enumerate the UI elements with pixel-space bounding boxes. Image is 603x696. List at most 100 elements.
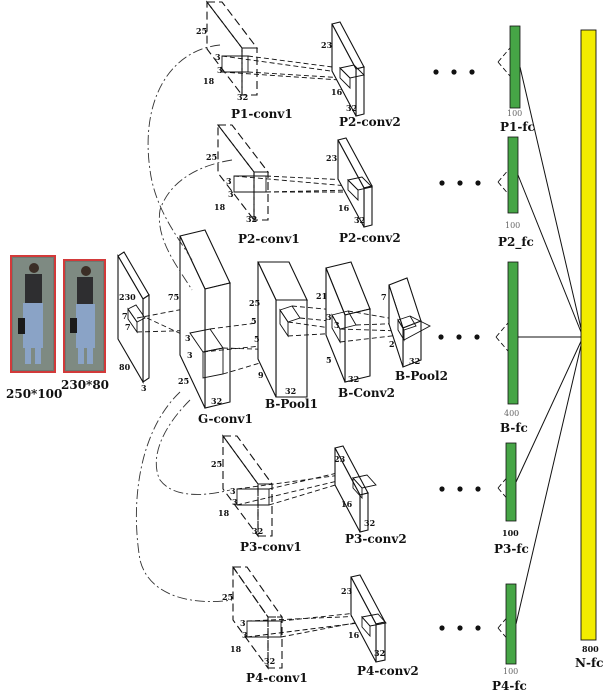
input-small-size-label: 230*80: [61, 378, 109, 392]
branch-4-fc-bar: [505, 583, 517, 665]
n-fc-bar: [580, 29, 597, 641]
branch-1-conv2-height: 23: [321, 40, 333, 50]
b-fc-label: B-fc: [500, 421, 528, 435]
branch-2-conv2-channel: 32: [354, 215, 365, 225]
branch-2: [216, 123, 511, 228]
input-height-label: 230: [119, 292, 136, 302]
input-large-size-label: 250*100: [6, 387, 62, 401]
branch-1-ellipsis: [433, 69, 475, 75]
branch-3-conv2-label: P3-conv2: [345, 532, 407, 546]
input-width-label: 80: [119, 362, 131, 372]
b-conv2-channel-label: 32: [348, 374, 359, 384]
g-conv1-kernel-label-1: 3: [185, 333, 191, 343]
input-kernel-label-1: 7: [122, 311, 128, 321]
branch-1-conv2-width: 16: [331, 87, 343, 97]
g-conv1-height-label: 75: [168, 292, 179, 302]
branch-3-conv1-width: 18: [218, 508, 230, 518]
branch-2-fc-label: P2_fc: [498, 235, 534, 250]
branch-3-conv1-height: 25: [211, 459, 222, 469]
branch-1-conv1-label: P1-conv1: [231, 107, 293, 121]
branch-3-ellipsis: [439, 486, 481, 492]
gconv1-to-bpool1-connectors: [202, 319, 286, 375]
branch-4-fc-label: P4-fc: [492, 679, 527, 693]
branch-2-conv2-label: P2-conv2: [339, 231, 401, 245]
branch-2-conv2-width: 16: [338, 203, 350, 213]
branch-2-conv1-height: 25: [206, 152, 217, 162]
branch-4-conv2-width: 16: [348, 630, 360, 640]
b-conv2-label: B-Conv2: [338, 386, 395, 400]
branch-4-conv1-k1: 3: [240, 618, 246, 628]
input-channel-label: 3: [141, 383, 147, 393]
branch-2-conv1-k2: 3: [228, 189, 234, 199]
branch-1: [205, 0, 511, 117]
fc-to-nfc-connections: [515, 66, 584, 625]
branch-4-conv1-k2: 3: [242, 630, 248, 640]
branch-2-conv1-k1: 3: [226, 176, 232, 186]
branch-3: [221, 434, 511, 538]
branch-1-fc-label: P1-fc: [500, 120, 535, 134]
branch-4-conv1-width: 18: [230, 644, 242, 654]
b-pool1-height-label: 25: [249, 298, 260, 308]
b-fc-bar: [507, 261, 519, 405]
branch-3-conv2-channel: 32: [364, 518, 375, 528]
n-fc-size: 800: [582, 644, 599, 654]
b-pool2-label: B-Pool2: [395, 369, 448, 383]
branch-2-fc-bar: [507, 136, 519, 214]
branch-1-conv2-label: P2-conv2: [339, 115, 401, 129]
b-pool2-height-label: 7: [381, 292, 387, 302]
branch-3-conv2-height: 23: [334, 454, 346, 464]
branch-3-fc-size: 100: [502, 528, 519, 538]
bconv2-to-bpool2-connectors: [339, 310, 413, 343]
branch-2-fc-size: 100: [505, 221, 520, 230]
branch-3-conv1-label: P3-conv1: [240, 540, 302, 554]
branch-2-conv1-channel: 32: [246, 214, 257, 224]
branch-4: [231, 565, 511, 670]
branch-4-conv2-label: P4-conv2: [357, 664, 419, 678]
branch-2-conv1-label: P2-conv1: [238, 232, 300, 246]
branch-4-conv2-height: 23: [341, 586, 353, 596]
b-conv2-height-label: 21: [316, 291, 327, 301]
b-pool1-volume: [257, 261, 308, 398]
b-pool2-volume: [388, 277, 422, 368]
input-kernel-label-2: 7: [125, 322, 131, 332]
g-conv1-volume: [179, 229, 231, 409]
b-conv2-kernel-label-1: 3: [326, 312, 332, 322]
b-fc-input-connector: [495, 322, 509, 352]
branch-4-conv1-channel: 32: [264, 656, 275, 666]
b-conv2-volume: [325, 261, 371, 383]
branch-1-conv1-channel: 32: [237, 92, 248, 102]
b-pool2-width-label: 2: [389, 339, 395, 349]
b-pool2-channel-label: 32: [409, 356, 420, 366]
b-pool1-width-label: 9: [258, 370, 264, 380]
input-image-small: [63, 259, 106, 373]
branch-4-conv1-height: 25: [222, 592, 233, 602]
branch-1-conv2-channel: 32: [346, 103, 357, 113]
branch-2-conv1-width: 18: [214, 202, 226, 212]
branch-dashdot-connectors: [135, 44, 233, 603]
branch-1-conv1-k2: 3: [217, 65, 223, 75]
b-pool1-kernel-label-2: 5: [254, 334, 260, 344]
b-pool1-channel-label: 32: [285, 386, 296, 396]
branch-3-conv1-k1: 3: [230, 486, 236, 496]
branch-1-fc-size: 100: [507, 109, 522, 118]
branch-3-fc-label: P3-fc: [494, 542, 529, 556]
g-conv1-label: G-conv1: [198, 412, 253, 426]
branch-4-fc-size: 100: [503, 667, 518, 676]
b-conv2-width-label: 5: [326, 355, 332, 365]
bpool2-to-bfc-connectors: [403, 315, 431, 341]
g-conv1-channel-label: 32: [211, 396, 222, 406]
n-fc-label: N-fc: [575, 656, 603, 670]
branch-4-conv1-label: P4-conv1: [246, 671, 308, 685]
branch-4-ellipsis: [439, 625, 481, 631]
g-conv1-kernel-label-2: 3: [187, 350, 193, 360]
branch-3-conv1-channel: 32: [252, 526, 263, 536]
branch-3-fc-bar: [505, 442, 517, 522]
branch-1-conv1-k1: 3: [215, 52, 221, 62]
b-fc-size: 400: [504, 409, 519, 418]
branch-1-conv1-width: 18: [203, 76, 215, 86]
branch-1-fc-bar: [509, 25, 521, 109]
bpool1-to-bconv2-connectors: [287, 305, 351, 337]
branch-3-conv2-width: 16: [341, 499, 353, 509]
branch-2-conv2-height: 23: [326, 153, 338, 163]
